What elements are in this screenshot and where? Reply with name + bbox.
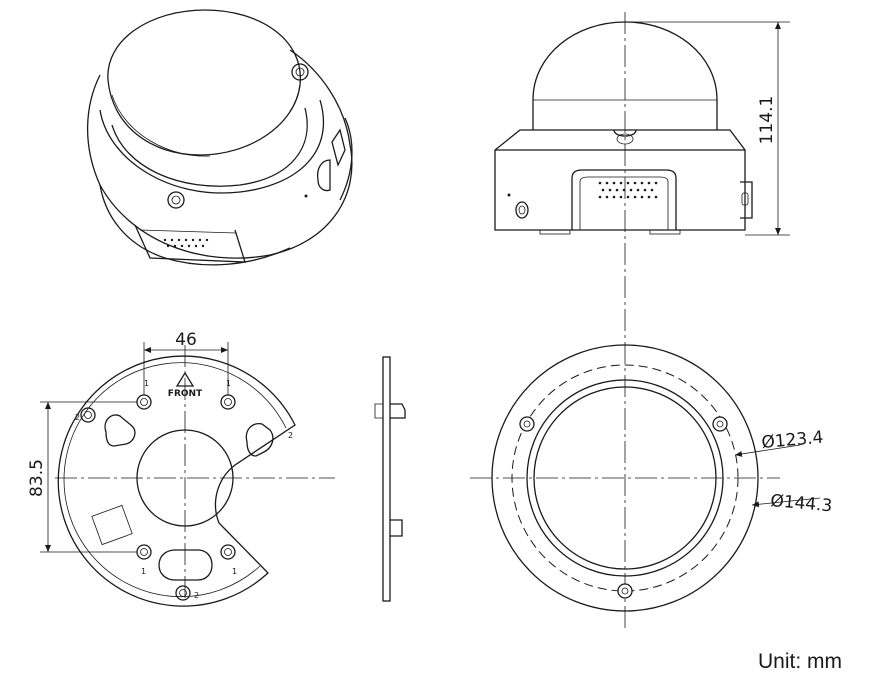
dim-46: 46 <box>175 330 197 350</box>
dim-outer-diameter: Ø144.3 <box>770 491 834 516</box>
hole-label-3: 1 <box>141 567 146 576</box>
hole-label-4: 1 <box>232 567 237 576</box>
isometric-view <box>86 9 353 266</box>
dim-inner-diameter: Ø123.4 <box>761 428 825 453</box>
hole-label-1: 1 <box>144 379 149 388</box>
mounting-plate-view: FRONT 1 1 1 1 2 2 2 <box>40 342 296 607</box>
dim-83-5: 83.5 <box>27 459 47 497</box>
front-label: FRONT <box>168 389 203 399</box>
hole-label-5: 2 <box>75 413 80 422</box>
speaker-grille-side <box>598 181 658 199</box>
hole-label-2: 1 <box>226 379 231 388</box>
speaker-grille-iso <box>163 238 209 248</box>
dim-114-1: 114.1 <box>757 96 777 145</box>
ring-view <box>491 344 821 612</box>
side-view <box>494 21 790 236</box>
plate-side-view <box>374 356 406 602</box>
hole-label-6: 2 <box>194 591 199 600</box>
unit-label: Unit: mm <box>758 650 842 673</box>
hole-label-7: 2 <box>288 431 293 440</box>
